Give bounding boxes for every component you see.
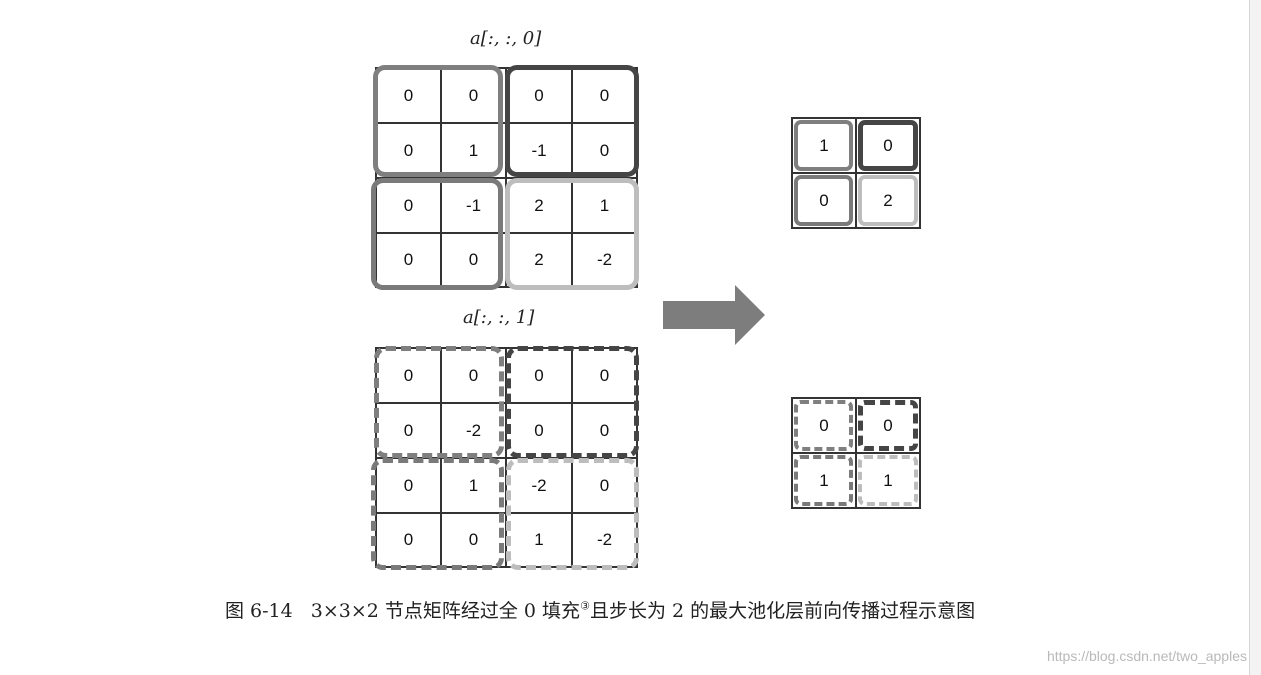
figure-number: 图 6-14	[225, 600, 293, 622]
right-arrow-icon	[663, 285, 765, 345]
matrix-cell: 0	[572, 348, 637, 403]
matrix-cell: 1	[441, 458, 506, 513]
output-matrix-1: 0 0 1 1	[791, 397, 921, 509]
matrix-cell: 0	[441, 233, 506, 287]
input-0-label: a[:, :, 0]	[470, 28, 542, 49]
matrix-cell: 0	[572, 403, 637, 458]
matrix-cell: 0	[376, 458, 441, 513]
matrix-cell: 0	[856, 398, 920, 453]
watermark: https://blog.csdn.net/two_apples	[1046, 648, 1247, 664]
matrix-cell: 0	[376, 123, 441, 178]
matrix-cell: 0	[376, 513, 441, 567]
caption-text-part-1: 3×3×2 节点矩阵经过全 0 填充	[310, 600, 581, 622]
matrix-cell: 1	[792, 453, 856, 508]
matrix-cell: -2	[506, 458, 572, 513]
matrix-cell: 2	[506, 233, 572, 287]
matrix-cell: 0	[856, 118, 920, 173]
matrix-cell: 0	[506, 68, 572, 123]
matrix-cell: 1	[441, 123, 506, 178]
matrix-cell: -2	[441, 403, 506, 458]
matrix-cell: 2	[856, 173, 920, 228]
matrix-cell: 0	[376, 348, 441, 403]
input-matrix-1: 0 0 0 0 0 -2 0 0 0 1 -2 0 0 0 1 -2	[375, 347, 638, 568]
matrix-cell: 1	[856, 453, 920, 508]
matrix-cell: 0	[506, 403, 572, 458]
matrix-cell: 0	[572, 68, 637, 123]
matrix-cell: 0	[441, 68, 506, 123]
matrix-cell: 0	[572, 123, 637, 178]
matrix-cell: 0	[376, 233, 441, 287]
matrix-cell: -1	[441, 178, 506, 233]
matrix-cell: -1	[506, 123, 572, 178]
figure-caption: 图 6-14 3×3×2 节点矩阵经过全 0 填充③且步长为 2 的最大池化层前向…	[225, 596, 975, 623]
matrix-cell: 0	[376, 178, 441, 233]
matrix-cell: -2	[572, 513, 637, 567]
matrix-cell: 1	[572, 178, 637, 233]
matrix-cell: 0	[506, 348, 572, 403]
matrix-cell: 0	[441, 348, 506, 403]
matrix-cell: 0	[792, 173, 856, 228]
matrix-cell: 1	[506, 513, 572, 567]
matrix-cell: 1	[792, 118, 856, 173]
matrix-cell: -2	[572, 233, 637, 287]
input-matrix-0: 0 0 0 0 0 1 -1 0 0 -1 2 1 0 0 2 -2	[375, 67, 638, 288]
matrix-cell: 0	[376, 403, 441, 458]
matrix-cell: 0	[572, 458, 637, 513]
page-edge	[1249, 0, 1261, 675]
matrix-cell: 0	[441, 513, 506, 567]
footnote-mark: ③	[580, 599, 590, 613]
output-matrix-0: 1 0 0 2	[791, 117, 921, 229]
input-1-label: a[:, :, 1]	[463, 307, 535, 328]
matrix-cell: 0	[376, 68, 441, 123]
matrix-cell: 2	[506, 178, 572, 233]
caption-text-part-2: 且步长为 2 的最大池化层前向传播过程示意图	[589, 600, 976, 622]
matrix-cell: 0	[792, 398, 856, 453]
